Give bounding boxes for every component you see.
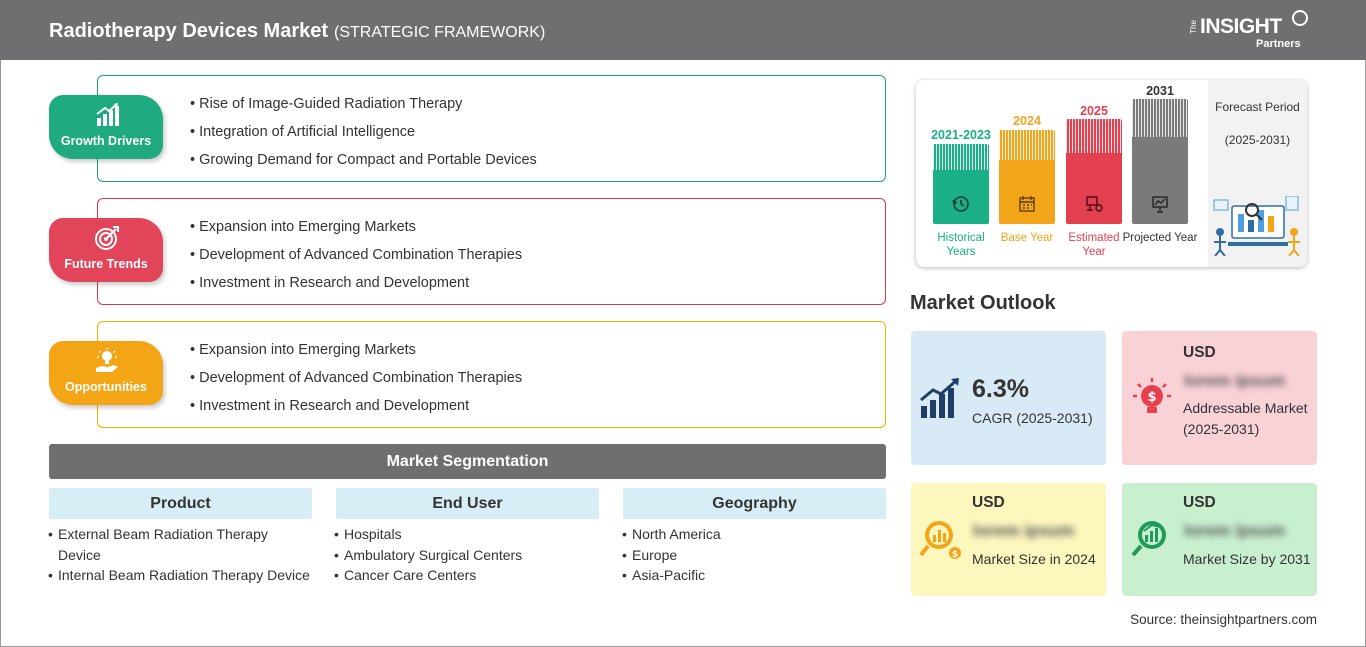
list-item: • Expansion into Emerging Markets xyxy=(190,342,416,358)
list-item: Ambulatory Surgical Centers xyxy=(334,545,596,566)
cagr-label: CAGR (2025-2031) xyxy=(972,410,1093,426)
growth-drivers-box: • Rise of Image-Guided Radiation Therapy… xyxy=(97,75,886,182)
segment-list-product: External Beam Radiation Therapy Device I… xyxy=(48,524,310,586)
list-item: • Integration of Artificial Intelligence xyxy=(190,124,416,140)
future-trends-label: Future Trends xyxy=(64,257,148,271)
list-item: • Investment in Research and Development xyxy=(190,398,470,414)
future-trends-box: • Expansion into Emerging Markets • Deve… xyxy=(97,198,886,305)
opportunities-list: • Expansion into Emerging Markets • Deve… xyxy=(190,341,522,425)
size-2024-usd: USD xyxy=(972,494,1005,511)
market-size-2031-card: USD lorem ipsum Market Size by 2031 xyxy=(1122,483,1317,596)
svg-text:$: $ xyxy=(952,550,958,560)
list-item: Internal Beam Radiation Therapy Device xyxy=(48,565,310,586)
timeline-bar-3 xyxy=(1066,119,1122,224)
segment-list-end-user: Hospitals Ambulatory Surgical Centers Ca… xyxy=(334,524,596,586)
timeline-bar-stripes xyxy=(1132,99,1188,137)
opportunities-badge: Opportunities xyxy=(49,341,163,405)
timeline-label-2: Base Year xyxy=(1000,232,1054,244)
timeline-label-1: Historical Years xyxy=(937,232,985,258)
magnifier-growth-icon xyxy=(1131,521,1166,557)
cagr-card: 6.3% CAGR (2025-2031) xyxy=(911,331,1106,465)
logo-insight: INSIGHT xyxy=(1200,15,1282,38)
bar-chart-icon xyxy=(96,103,119,126)
list-item: Asia-Pacific xyxy=(622,565,884,586)
cagr-value: 6.3% xyxy=(972,375,1029,403)
size-2031-label: Market Size by 2031 xyxy=(1183,551,1311,567)
growth-drivers-list: • Rise of Image-Guided Radiation Therapy… xyxy=(190,95,537,179)
timeline-bar-stripes xyxy=(1066,119,1122,153)
list-item: • Expansion into Emerging Markets xyxy=(190,219,416,235)
size-2024-value: lorem ipsum xyxy=(973,521,1075,540)
timeline-bar-1 xyxy=(933,144,989,224)
history-icon xyxy=(951,194,971,214)
page-title: Radiotherapy Devices Market(STRATEGIC FR… xyxy=(49,20,546,42)
logo-the: The xyxy=(1189,20,1198,34)
source-text: Source: theinsightpartners.com xyxy=(1130,612,1317,627)
market-outlook-title: Market Outlook xyxy=(910,292,1056,314)
size-2024-label: Market Size in 2024 xyxy=(972,551,1096,567)
forecast-period-label: Forecast Period xyxy=(1215,100,1300,114)
magnifier-chart-icon: $ xyxy=(919,521,961,560)
growth-chart-icon xyxy=(920,378,959,418)
calendar-icon xyxy=(1017,194,1037,214)
list-item: • Growing Demand for Compact and Portabl… xyxy=(190,152,537,168)
target-icon xyxy=(95,226,119,250)
opportunities-label: Opportunities xyxy=(65,380,147,394)
size-2031-usd: USD xyxy=(1183,494,1216,511)
list-item: • Development of Advanced Combination Th… xyxy=(190,247,523,263)
estimate-icon xyxy=(1084,194,1104,214)
forecast-period-range: (2025-2031) xyxy=(1224,133,1291,147)
insight-partners-logo[interactable]: The INSIGHT Partners xyxy=(1189,10,1310,52)
segment-heading-geography: Geography xyxy=(623,488,886,519)
growth-drivers-label: Growth Drivers xyxy=(60,134,152,148)
segment-heading-end-user: End User xyxy=(336,488,599,519)
growth-drivers-badge: Growth Drivers xyxy=(49,95,163,159)
market-size-2024-card: $ USD lorem ipsum Market Size in 2024 xyxy=(911,483,1106,596)
timeline-year-1: 2021-2023 xyxy=(931,128,991,142)
timeline-bar-4 xyxy=(1132,99,1188,224)
presentation-icon xyxy=(1150,194,1170,214)
list-item: External Beam Radiation Therapy Device xyxy=(48,524,310,565)
list-item: Hospitals xyxy=(334,524,596,545)
timeline-label-3: Estimated Year xyxy=(1068,232,1120,258)
list-item: • Rise of Image-Guided Radiation Therapy xyxy=(190,96,463,112)
timeline-bar-stripes xyxy=(933,144,989,170)
dollar-bulb-icon: $ xyxy=(1133,378,1171,413)
timeline-bar-2 xyxy=(999,130,1055,224)
svg-text:$: $ xyxy=(1147,390,1156,405)
list-item: Europe xyxy=(622,545,884,566)
addressable-label: Addressable Market (2025-2031) xyxy=(1183,400,1308,437)
timeline-bar-stripes xyxy=(999,130,1055,160)
future-trends-list: • Expansion into Emerging Markets • Deve… xyxy=(190,218,522,302)
list-item: • Investment in Research and Development xyxy=(190,275,470,291)
future-trends-badge: Future Trends xyxy=(49,218,163,282)
timeline-year-3: 2025 xyxy=(1080,104,1108,118)
segment-list-geography: North America Europe Asia-Pacific xyxy=(622,524,884,586)
size-2031-value: lorem ipsum xyxy=(1184,521,1286,540)
logo-ring-icon xyxy=(1292,10,1308,26)
timeline-year-4: 2031 xyxy=(1146,84,1174,98)
page-subtitle: (STRATEGIC FRAMEWORK) xyxy=(334,24,546,41)
logo-partners: Partners xyxy=(1256,38,1301,50)
addressable-value: lorem ipsum xyxy=(1184,371,1286,390)
list-item: Cancer Care Centers xyxy=(334,565,596,586)
opportunities-box: • Expansion into Emerging Markets • Deve… xyxy=(97,321,886,428)
list-item: • Development of Advanced Combination Th… xyxy=(190,370,523,386)
analytics-illustration-icon xyxy=(1213,196,1300,256)
lightbulb-hand-icon xyxy=(96,348,118,372)
timeline-label-4: Projected Year xyxy=(1122,232,1198,244)
list-item: North America xyxy=(622,524,884,545)
market-segmentation-title: Market Segmentation xyxy=(49,444,886,479)
segment-heading-product: Product xyxy=(49,488,312,519)
timeline-year-2: 2024 xyxy=(1013,114,1041,128)
addressable-usd: USD xyxy=(1183,344,1216,361)
header-bar: Radiotherapy Devices Market(STRATEGIC FR… xyxy=(0,0,1366,60)
addressable-market-card: $ USD lorem ipsum Addressable Market (20… xyxy=(1122,331,1317,465)
